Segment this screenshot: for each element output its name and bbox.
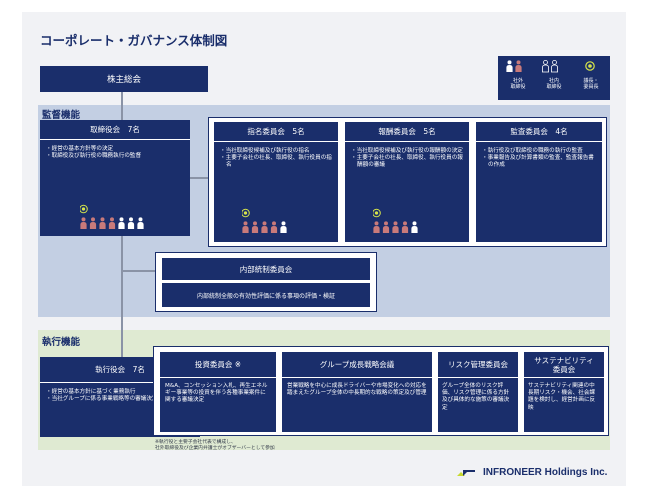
board-head: 取締役会 7名 (40, 120, 190, 140)
chair-marker-dot (243, 211, 248, 215)
board-of-directors-box: 取締役会 7名 ・経営の基本方針等の決定 ・取締役及び執行役の職務執行の監督 (40, 120, 190, 236)
chair-marker-dot (81, 207, 86, 211)
legend-chair-label: 議長・ 委員長 (583, 78, 599, 90)
infroneer-logo-icon (457, 470, 475, 476)
member-figure-icon (251, 221, 259, 233)
risk-management-committee-head: リスク管理委員会 (438, 352, 518, 378)
chair-marker-icon (80, 204, 88, 214)
risk-management-committee-box: リスク管理委員会 グループ全体のリスク評価、リスク管理に係る方針及び具体的な施策… (438, 352, 518, 432)
company-logo: INFRONEER Holdings Inc. (455, 466, 607, 478)
internal-control-body: 内部統制全般の有効性評価に係る事項の評価・検証 (162, 283, 370, 307)
shareholders-meeting-label: 株主総会 (106, 75, 141, 85)
sustainability-committee-box: サステナビリティ 委員会 サステナビリティ関連の中長期リスク・機会、社会課題を検… (524, 352, 604, 432)
connector-shareholders-board (121, 92, 123, 120)
member-figure-icon (382, 221, 390, 233)
shareholders-meeting-box: 株主総会 (40, 66, 208, 92)
member-figure-icon (270, 221, 278, 233)
board-bullet-2: ・取締役及び執行役の職務執行の監督 (46, 153, 142, 160)
compensation-bullet-1: ・当社取締役候補及び執行役の報酬額の決定 (351, 148, 463, 154)
sustainability-committee-head: サステナビリティ 委員会 (524, 352, 604, 378)
chair-legend-icon (585, 61, 595, 71)
nomination-committee-box: 指名委員会 5名 ・当社取締役候補及び執行役の指名 ・主要子会社の社長、取締役、… (214, 122, 338, 242)
member-figure-icon (401, 221, 409, 233)
company-logo-text: INFRONEER Holdings Inc. (483, 466, 608, 478)
member-figure-icon (392, 221, 399, 233)
internal-control-head: 内部統制委員会 (162, 258, 370, 280)
footnote-line-1: ※執行役と主要子会社代表で構成し、 (155, 440, 236, 445)
officers-bullet-2: ・当社グループに係る事業戦略等の審議決定 (46, 396, 158, 403)
sustainability-committee-body: サステナビリティ関連の中長期リスク・機会、社会課題を検討し、経営計画に反映 (528, 383, 596, 411)
legend-inside-label: 社内 取締役 (546, 78, 562, 90)
inside-director-legend-icon (542, 60, 558, 73)
investment-committee-box: 投資委員会 ※ M&A、コンセッション入札、再生エネルギー事業等の投資を伴う各種… (160, 352, 276, 432)
footnote: ※執行役と主要子会社代表で構成し、 社外取締役及び企業内弁護士がオブザーバーとし… (155, 440, 275, 452)
compensation-bullet-2: ・主要子会社の社長、取締役、執行役員の報酬額の審議 (351, 155, 463, 169)
member-figure-icon (261, 221, 268, 233)
investment-committee-body: M&A、コンセッション入札、再生エネルギー事業等の投資を伴う各種事業案件に関する… (165, 383, 268, 404)
nomination-bullet-2: ・主要子会社の社長、取締役、執行役員の指名 (220, 155, 332, 169)
investment-committee-head: 投資委員会 ※ (160, 352, 276, 378)
compensation-committee-box: 報酬委員会 5名 ・当社取締役候補及び執行役の報酬額の決定 ・主要子会社の社長、… (345, 122, 469, 242)
internal-control-head-label: 内部統制委員会 (239, 264, 293, 274)
audit-bullet-1: ・執行役及び取締役の職務の執行の監査 (482, 148, 583, 154)
officers-bullet-1: ・経営の基本方針に基づく業務執行 (46, 389, 136, 395)
chair-marker-icon (373, 208, 381, 218)
audit-bullet-2: ・事業報告及び計算書類の監査、監査報告書の作成 (482, 155, 594, 169)
internal-control-body-label: 内部統制全般の有効性評価に係る事項の評価・検証 (196, 292, 335, 300)
legend-box: 社外 取締役 社内 取締役 議長・ 委員長 (498, 56, 610, 100)
connector-board-committees (190, 177, 208, 179)
member-figure-icon (108, 217, 116, 229)
executive-officers-head: 執行役会 7名 (40, 357, 200, 383)
nomination-members-icon (242, 208, 287, 233)
outside-director-legend-icon (506, 60, 522, 72)
execution-label: 執行機能 (42, 337, 81, 348)
nomination-bullet-1: ・当社取締役候補及び執行役の指名 (220, 148, 310, 154)
member-figure-icon (127, 217, 135, 229)
member-figure-icon (118, 217, 125, 229)
footnote-line-2: 社外取締役及び企業内弁護士がオブザーバーとして参加 (155, 446, 275, 451)
growth-strategy-meeting-head: グループ成長戦略会議 (282, 352, 432, 378)
member-figure-icon (280, 221, 287, 233)
nomination-committee-bullets: ・当社取締役候補及び執行役の指名 ・主要子会社の社長、取締役、執行役員の指名 (214, 142, 338, 176)
member-figure-icon (89, 217, 97, 229)
compensation-committee-bullets: ・当社取締役候補及び執行役の報酬額の決定 ・主要子会社の社長、取締役、執行役員の… (345, 142, 469, 176)
member-figure-icon (242, 221, 249, 233)
member-figure-icon (137, 217, 144, 229)
member-figure-icon (411, 221, 418, 233)
audit-committee-bullets: ・執行役及び取締役の職務の執行の監査 ・事業報告及び計算書類の監査、監査報告書の… (476, 142, 602, 176)
risk-management-committee-body: グループ全体のリスク評価、リスク管理に係る方針及び具体的な施策の審議決定 (442, 383, 510, 411)
member-figure-icon (373, 221, 380, 233)
growth-strategy-meeting-body: 営業戦略を中心に成長ドライバーや市場変化への対応を踏まえたグループ全体の中長期的… (287, 383, 427, 397)
member-figure-icon (99, 217, 106, 229)
supervision-label: 監督機能 (42, 110, 81, 121)
connector-board-officers (121, 236, 123, 366)
audit-committee-head: 監査委員会 4名 (476, 122, 602, 142)
compensation-members-icon (373, 208, 418, 233)
board-bullet-1: ・経営の基本方針等の決定 (46, 146, 114, 152)
nomination-committee-head: 指名委員会 5名 (214, 122, 338, 142)
growth-strategy-meeting-box: グループ成長戦略会議 営業戦略を中心に成長ドライバーや市場変化への対応を踏まえた… (282, 352, 432, 432)
board-bullets: ・経営の基本方針等の決定 ・取締役及び執行役の職務執行の監督 (40, 140, 190, 166)
board-members-icon (80, 204, 144, 229)
legend-outside-label: 社外 取締役 (510, 78, 526, 90)
executive-officers-bullets: ・経営の基本方針に基づく業務執行 ・当社グループに係る事業戦略等の審議決定 (40, 383, 200, 409)
chair-marker-dot (374, 211, 379, 215)
compensation-committee-head: 報酬委員会 5名 (345, 122, 469, 142)
chair-marker-icon (242, 208, 250, 218)
page-title: コーポレート・ガバナンス体制図 (40, 33, 228, 48)
member-figure-icon (80, 217, 87, 229)
audit-committee-box: 監査委員会 4名 ・執行役及び取締役の職務の執行の監査 ・事業報告及び計算書類の… (476, 122, 602, 242)
connector-internal-control (121, 270, 155, 272)
